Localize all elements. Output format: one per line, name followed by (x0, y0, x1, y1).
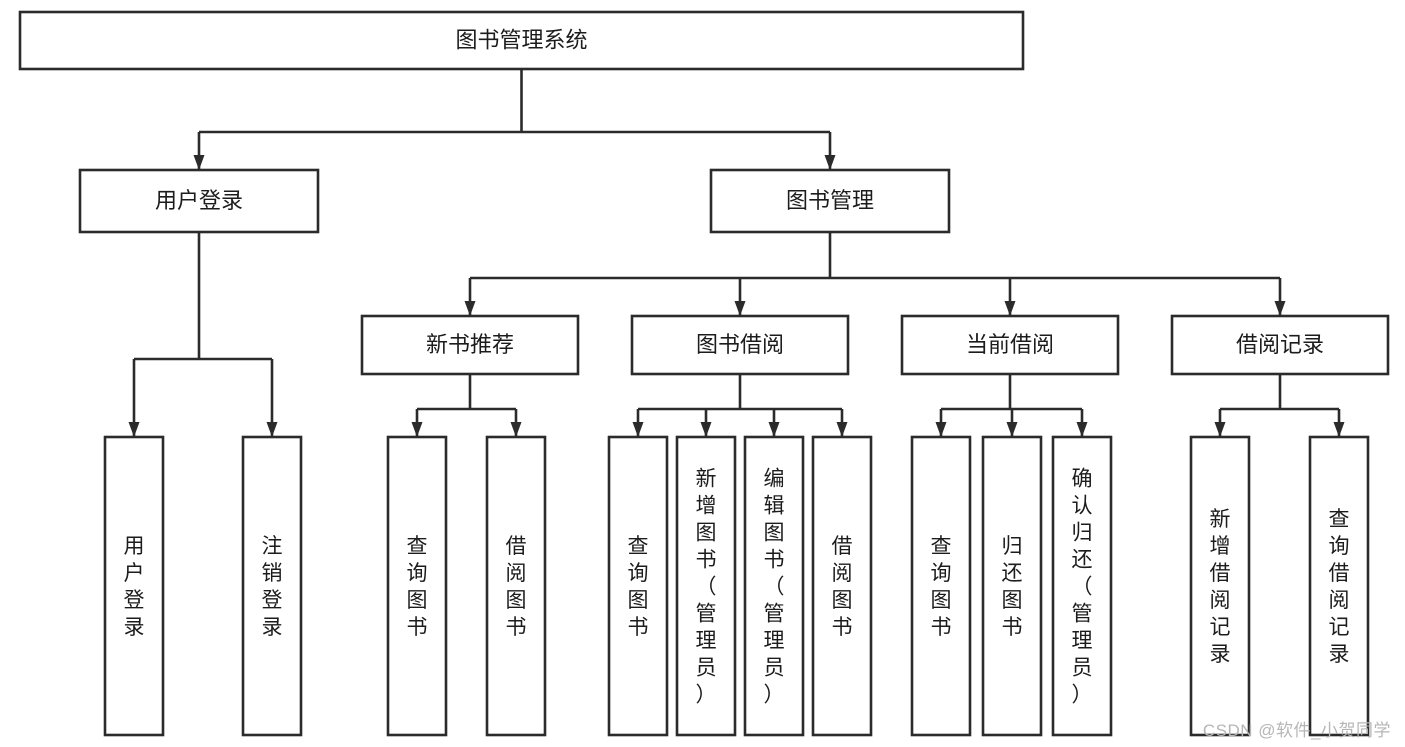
node-label-borrow-record: 借阅记录 (1236, 332, 1324, 357)
arrow-head-icon (266, 422, 278, 437)
bracket-glyph: （ (764, 576, 785, 599)
node-label-new-book-recommend: 新书推荐 (426, 332, 514, 357)
node-root[interactable]: 图书管理系统 (18, 10, 1025, 71)
node-label-leaf-borrow-borrow-book: 借阅图书 (832, 535, 853, 639)
arrow-head-icon (734, 301, 746, 316)
node-box-leaf-user-logout (241, 435, 303, 737)
node-box-leaf-borrow-borrow-book (811, 435, 873, 737)
bracket-glyph: ） (1072, 684, 1093, 707)
node-current-borrow[interactable]: 当前借阅 (900, 314, 1120, 376)
node-box-root (18, 10, 1025, 71)
edge-group-borrow-record (1214, 374, 1345, 437)
node-user-login[interactable]: 用户登录 (78, 168, 320, 234)
node-label-leaf-borrow-edit-book: 编辑图书（管理员） (764, 468, 785, 707)
connector-layer (128, 69, 1345, 437)
arrow-head-icon (632, 422, 644, 437)
node-leaf-current-return-book[interactable]: 归还图书 (981, 435, 1043, 737)
edge-group-new-book-recommend (411, 374, 522, 437)
node-label-leaf-recommend-borrow-book: 借阅图书 (506, 535, 527, 639)
node-leaf-user-logout[interactable]: 注销登录 (241, 435, 303, 737)
node-box-borrow-record (1170, 314, 1390, 376)
node-box-book-management (709, 168, 951, 234)
arrow-head-icon (128, 422, 140, 437)
node-box-leaf-user-login (103, 435, 165, 737)
node-leaf-recommend-borrow-book[interactable]: 借阅图书 (485, 435, 547, 737)
arrow-head-icon (768, 422, 780, 437)
bracket-glyph: （ (696, 576, 717, 599)
node-label-book-borrow: 图书借阅 (696, 332, 784, 357)
node-leaf-user-login[interactable]: 用户登录 (103, 435, 165, 737)
node-book-borrow[interactable]: 图书借阅 (630, 314, 850, 376)
arrow-head-icon (193, 155, 205, 170)
edge-group-user-login (128, 232, 278, 437)
node-leaf-record-query-record[interactable]: 查询借阅记录 (1308, 435, 1370, 737)
arrow-head-icon (1333, 422, 1345, 437)
arrow-head-icon (510, 422, 522, 437)
node-label-book-management: 图书管理 (786, 188, 874, 213)
arrow-head-icon (700, 422, 712, 437)
node-leaf-recommend-query-book[interactable]: 查询图书 (386, 435, 448, 737)
node-box-leaf-borrow-add-book (675, 435, 737, 737)
node-box-book-borrow (630, 314, 850, 376)
node-label-leaf-current-confirm-return: 确认归还（管理员） (1072, 468, 1093, 707)
node-label-current-borrow: 当前借阅 (966, 332, 1054, 357)
node-box-leaf-borrow-edit-book (743, 435, 805, 737)
node-box-leaf-borrow-query-book (607, 435, 669, 737)
arrow-head-icon (824, 155, 836, 170)
node-box-leaf-current-return-book (981, 435, 1043, 737)
node-label-leaf-record-add-record: 新增借阅记录 (1210, 508, 1231, 666)
node-box-current-borrow (900, 314, 1120, 376)
bracket-glyph: （ (1072, 576, 1093, 599)
arrow-head-icon (1076, 422, 1088, 437)
node-box-user-login (78, 168, 320, 234)
node-box-leaf-recommend-borrow-book (485, 435, 547, 737)
node-layer: 图书管理系统用户登录图书管理新书推荐图书借阅当前借阅借阅记录用户登录注销登录查询… (18, 10, 1390, 737)
arrow-head-icon (836, 422, 848, 437)
node-new-book-recommend[interactable]: 新书推荐 (360, 314, 580, 376)
node-label-root: 图书管理系统 (455, 27, 587, 52)
edge-group-current-borrow (935, 374, 1088, 437)
node-label-leaf-borrow-add-book: 新增图书（管理员） (696, 468, 717, 707)
node-leaf-current-query-book[interactable]: 查询图书 (910, 435, 972, 737)
node-leaf-record-add-record[interactable]: 新增借阅记录 (1189, 435, 1251, 737)
node-leaf-borrow-edit-book[interactable]: 编辑图书（管理员） (743, 435, 805, 737)
edge-group-book-borrow (632, 374, 848, 437)
bracket-glyph: ） (696, 684, 717, 707)
edge-group-root (193, 69, 836, 170)
node-box-leaf-record-query-record (1308, 435, 1370, 737)
node-label-leaf-current-query-book: 查询图书 (931, 535, 952, 639)
node-box-leaf-current-confirm-return (1051, 435, 1113, 737)
node-leaf-borrow-query-book[interactable]: 查询图书 (607, 435, 669, 737)
arrow-head-icon (1006, 422, 1018, 437)
node-label-leaf-current-return-book: 归还图书 (1002, 535, 1023, 639)
node-book-management[interactable]: 图书管理 (709, 168, 951, 234)
arrow-head-icon (1004, 301, 1016, 316)
node-label-user-login: 用户登录 (155, 188, 243, 213)
node-box-leaf-current-query-book (910, 435, 972, 737)
node-leaf-current-confirm-return[interactable]: 确认归还（管理员） (1051, 435, 1113, 737)
arrow-head-icon (1274, 301, 1286, 316)
node-label-leaf-user-logout: 注销登录 (262, 535, 283, 639)
node-leaf-borrow-borrow-book[interactable]: 借阅图书 (811, 435, 873, 737)
bracket-glyph: ） (764, 684, 785, 707)
node-box-leaf-recommend-query-book (386, 435, 448, 737)
node-label-leaf-recommend-query-book: 查询图书 (407, 535, 428, 639)
node-box-new-book-recommend (360, 314, 580, 376)
arrow-head-icon (1214, 422, 1226, 437)
arrow-head-icon (411, 422, 423, 437)
node-leaf-borrow-add-book[interactable]: 新增图书（管理员） (675, 435, 737, 737)
node-label-leaf-user-login: 用户登录 (124, 535, 145, 639)
node-borrow-record[interactable]: 借阅记录 (1170, 314, 1390, 376)
arrow-head-icon (464, 301, 476, 316)
arrow-head-icon (935, 422, 947, 437)
edge-group-book-management (464, 232, 1286, 316)
node-label-leaf-borrow-query-book: 查询图书 (628, 535, 649, 639)
node-box-leaf-record-add-record (1189, 435, 1251, 737)
node-label-leaf-record-query-record: 查询借阅记录 (1329, 508, 1350, 666)
